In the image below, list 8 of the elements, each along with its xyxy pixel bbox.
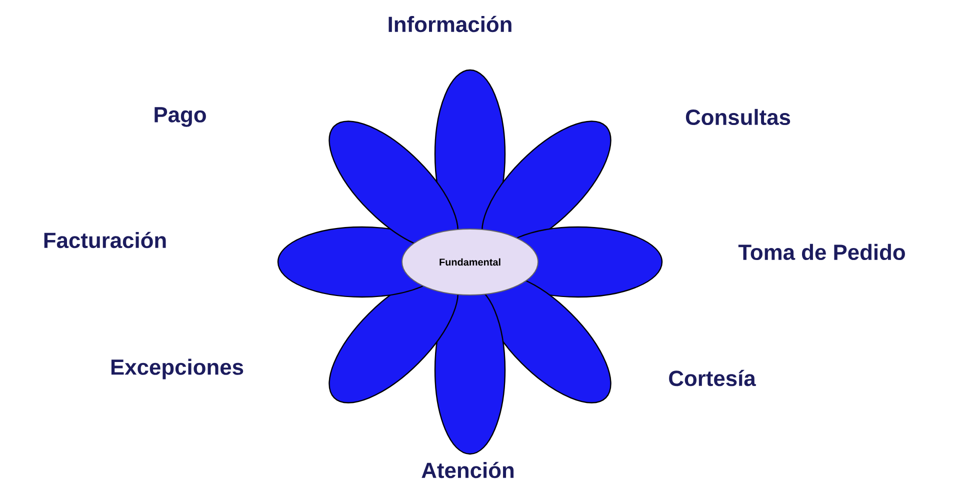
petal-label: Toma de Pedido: [738, 244, 905, 260]
petal-label: Atención: [422, 462, 514, 478]
petal-label: Consultas: [686, 108, 790, 126]
petal-label: Pago: [154, 107, 206, 127]
petal-label: Cortesía: [669, 370, 756, 386]
petal-label: Información: [388, 16, 512, 32]
petal-label: Facturación: [44, 232, 166, 248]
petal-label: Excepciones: [111, 358, 244, 380]
